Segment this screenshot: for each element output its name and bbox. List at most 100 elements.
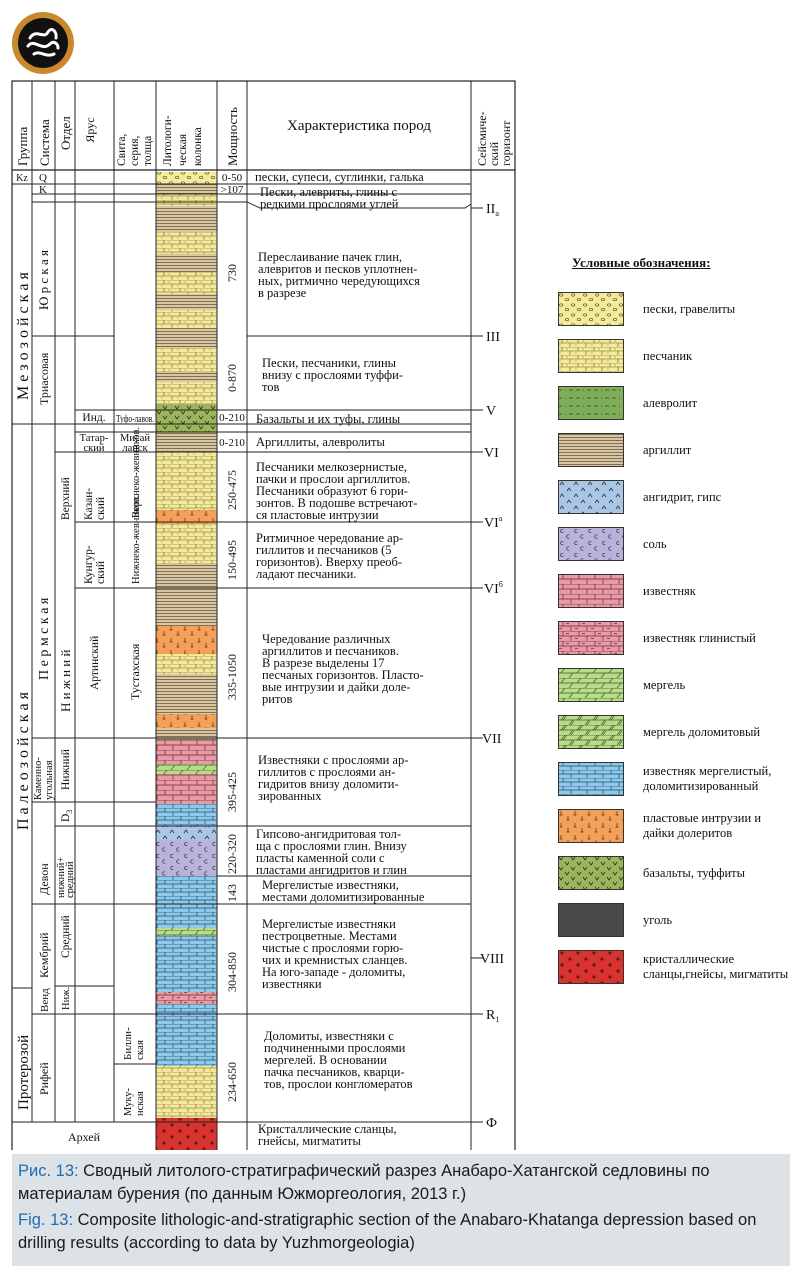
- group-paleozoic: П а л е о з о й с к а я: [15, 691, 32, 830]
- header-description: Характеристика пород: [287, 118, 431, 134]
- desc-jur-4: в разрезе: [258, 286, 307, 300]
- thickness-kun: 150-495: [225, 540, 239, 580]
- stage-kazan-2: ский: [95, 497, 107, 520]
- stage-kungur-1: Кунгур-: [83, 545, 95, 584]
- thickness-kaz: 250-475: [225, 470, 239, 510]
- header-suite-1: Свита,: [116, 133, 128, 166]
- system-triassic: Триасовая: [37, 352, 51, 405]
- legend-item-dolerite: пластовые интрузии и дайки долеритов: [558, 807, 793, 845]
- legend-swatch-argillite: [558, 433, 624, 467]
- group-proterozoic: Протерозой: [16, 1035, 32, 1110]
- system-vendian: Венд: [39, 988, 51, 1012]
- desc-art-2: аргиллитов и песчаников.: [262, 644, 399, 658]
- lithologic-column: [156, 172, 217, 1150]
- header-seismic-1: Сейсмиче-: [475, 111, 489, 166]
- legend-item-coal: уголь: [558, 901, 793, 939]
- thickness-jur: 730: [225, 264, 239, 282]
- suite-billakh-2: ская: [134, 1040, 146, 1060]
- legend-label: аргиллит: [643, 442, 692, 457]
- caption-en: Fig. 13: Composite lithologic-and-strati…: [18, 1209, 790, 1255]
- legend-item-sand-gravel: пески, гравелиты: [558, 290, 793, 328]
- thickness-dev1: 220-320: [225, 834, 239, 874]
- thickness-ind: 0-210: [219, 412, 245, 424]
- suite-misai-2: лапск: [122, 443, 148, 454]
- legend-swatch-marly-limestone: [558, 762, 624, 796]
- figure-caption: Рис. 13: Сводный литолого-стратиграфичес…: [12, 1154, 790, 1266]
- desc-tat: Аргиллиты, алевролиты: [256, 435, 385, 449]
- horizon-IIa: IIа: [486, 202, 499, 218]
- desc-kun-2: гиллитов и песчаников (5: [256, 543, 392, 557]
- stratigraphic-section: c c: [11, 80, 516, 1150]
- header-suite-2: серия,: [129, 135, 141, 166]
- system-carb-1: Каменно-: [33, 757, 44, 800]
- desc-dev1-1: Гипсово-ангидритовая тол-: [256, 827, 401, 841]
- header-department: Отдел: [58, 116, 73, 150]
- desc-k-1: Пески, алевриты, глины с: [260, 185, 397, 199]
- system-devonian: Девон: [37, 863, 51, 895]
- desc-cam-4: чих и кремнистых сланцев.: [262, 953, 407, 967]
- desc-cam-3: чистые с прослоями горю-: [262, 941, 403, 955]
- header-thickness: Мощность: [225, 107, 240, 166]
- desc-dev1-2: ща с прослоями глин. Внизу: [256, 839, 407, 853]
- legend-swatch-dolomitic-marl: [558, 715, 624, 749]
- suite-billakh-1: Билли-: [122, 1027, 134, 1060]
- legend-label: известняк глинистый: [643, 630, 756, 645]
- legend-swatch-coal: [558, 903, 624, 937]
- desc-kaz-5: ся пластовые интрузии: [256, 508, 379, 522]
- legend-item-sandstone: песчаник: [558, 337, 793, 375]
- desc-tri-2: внизу с прослоями туффи-: [262, 368, 403, 382]
- desc-rif-4: пачка песчаников, кварци-: [264, 1065, 405, 1079]
- horizon-III: III: [486, 330, 500, 345]
- stage-tatar-2: ский: [84, 443, 105, 454]
- legend-item-crystalline: кристаллические сланцы,гнейсы, мигматиты: [558, 948, 793, 986]
- legend-label: мергель: [643, 677, 686, 692]
- legend-item-siltstone: алевролит: [558, 384, 793, 422]
- dept-lower-carb: Нижний: [60, 749, 72, 790]
- header-system: Система: [37, 119, 52, 166]
- legend-item-limestone: известняк: [558, 572, 793, 610]
- desc-dev2-1: Мергелистые известняки,: [262, 878, 399, 892]
- system-jurassic: Ю р с к а я: [36, 250, 51, 310]
- desc-jur-3: ных, ритмично чередующихся: [258, 274, 420, 288]
- horizon-R1: R1: [486, 1008, 499, 1024]
- horizon-V: V: [486, 404, 496, 419]
- thickness-tri: 0-870: [225, 364, 239, 392]
- legend-swatch-marl: [558, 668, 624, 702]
- desc-arch-2: гнейсы, мигматиты: [258, 1134, 361, 1148]
- dept-lower-perm: Н и ж н и й: [58, 650, 73, 712]
- stage-kazan-1: Казан-: [83, 488, 95, 520]
- desc-tri-1: Пески, песчаники, глины: [262, 356, 397, 370]
- horizon-VI: VI: [484, 446, 499, 461]
- stage-tatar-1: Татар-: [80, 433, 109, 444]
- suite-misai-1: Мисай: [120, 433, 150, 444]
- desc-kaz-1: Песчаники мелкозернистые,: [256, 460, 407, 474]
- suite-tustakh: Тустахская: [128, 643, 142, 700]
- legend-label: пески, гравелиты: [643, 301, 736, 316]
- header-suite-3: толща: [142, 136, 154, 166]
- header-seismic-2: ский: [487, 141, 501, 166]
- desc-rif-5: тов, прослои конгломератов: [264, 1077, 413, 1091]
- suite-muku-2: нская: [135, 1091, 146, 1116]
- desc-tri-3: тов: [262, 380, 280, 394]
- legend-label: алевролит: [643, 395, 698, 410]
- header-litho-2: ческая: [177, 133, 189, 166]
- desc-kun-1: Ритмичное чередование ар-: [256, 531, 403, 545]
- suite-nizhnekozh: Нижнеко-жевников.: [131, 495, 142, 584]
- system-q: Q: [39, 172, 47, 184]
- thickness-carb: 395-425: [225, 772, 239, 812]
- desc-cam-6: известняки: [262, 977, 322, 991]
- desc-dev1-3: пласты каменной соли с: [256, 851, 385, 865]
- stage-ind: Инд.: [82, 412, 105, 424]
- legend-swatch-sandstone: [558, 339, 624, 373]
- desc-art-6: ритов: [262, 692, 292, 706]
- desc-rif-3: мергелей. В основании: [264, 1053, 387, 1067]
- dept-lower-cam: Ниж.: [61, 987, 72, 1010]
- table-frame: [11, 80, 516, 1150]
- dept-upper: Верхний: [60, 477, 72, 520]
- thickness-dev2: 143: [225, 884, 239, 902]
- dept-d3: D3: [60, 810, 74, 822]
- desc-jur-1: Переслаивание пачек глин,: [258, 250, 402, 264]
- caption-en-text: Composite lithologic-and-stratigraphic s…: [18, 1211, 757, 1252]
- thickness-rif: 234-650: [225, 1062, 239, 1102]
- caption-ru-text: Сводный литолого-стратиграфический разре…: [18, 1162, 710, 1203]
